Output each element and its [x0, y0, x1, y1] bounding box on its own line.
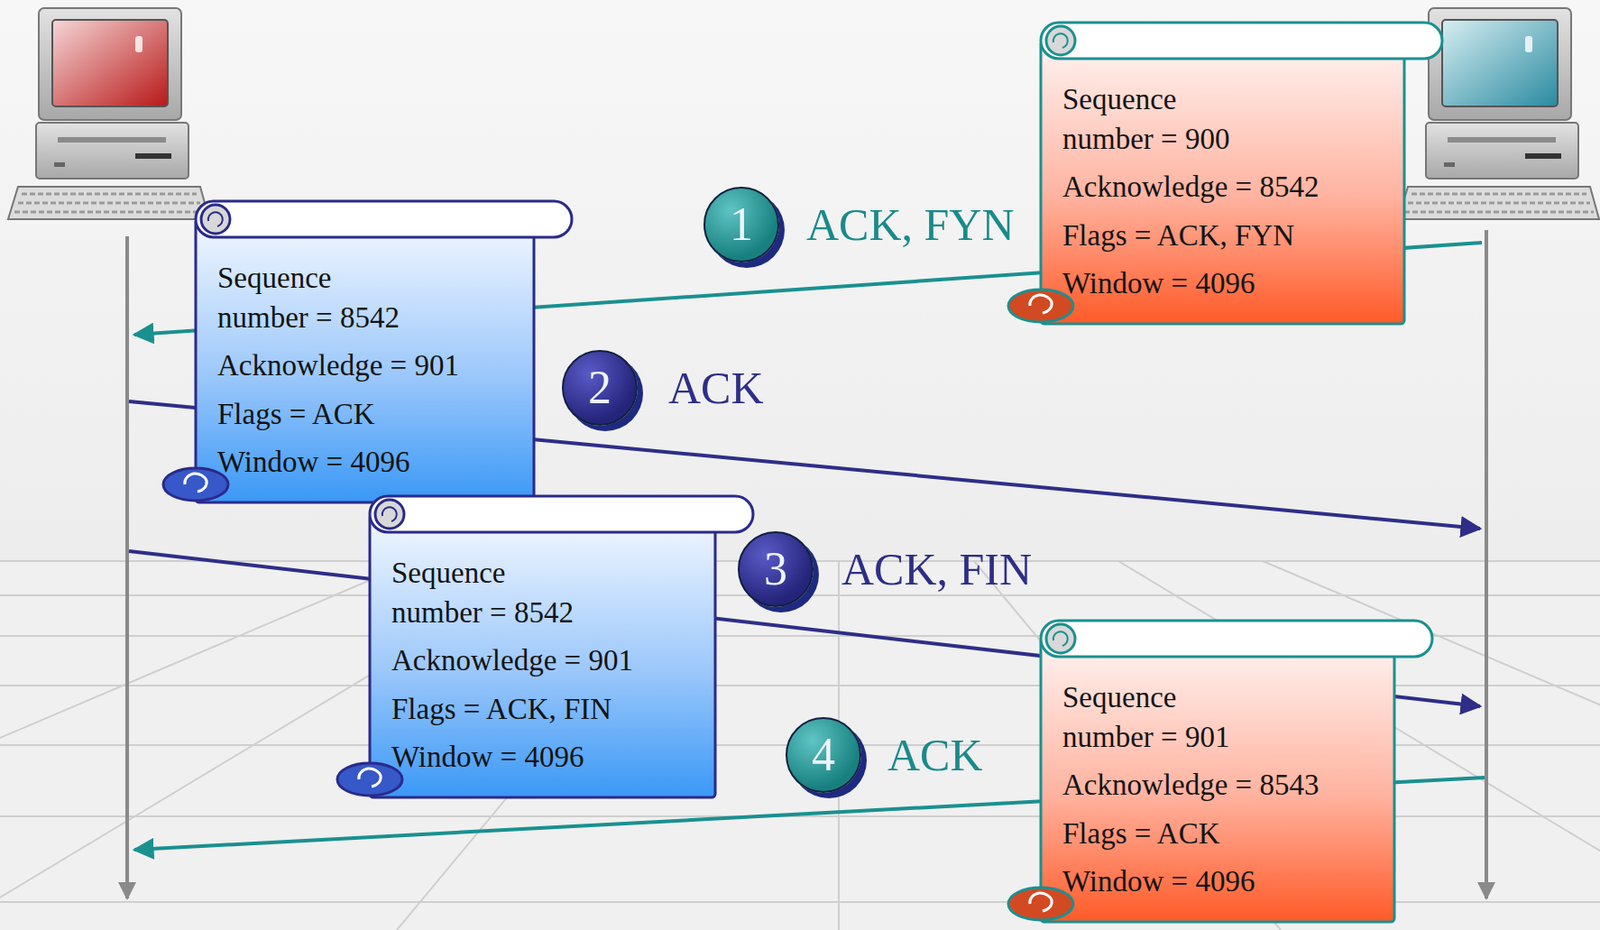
timeline-right [1484, 229, 1489, 899]
flag-label: ACK [668, 360, 764, 415]
segment-field: Sequence number = 8542 [391, 553, 600, 633]
message-scroll: Sequence number = 900Acknowledge = 8542F… [1004, 20, 1444, 326]
segment-field: Acknowledge = 8543 [1062, 765, 1352, 806]
timeline-left [125, 236, 129, 899]
segment-field: Acknowledge = 901 [217, 346, 491, 387]
segment-field: Sequence number = 900 [1062, 80, 1271, 159]
flag-label: ACK, FIN [841, 542, 1032, 597]
segment-field: Sequence number = 8542 [217, 258, 426, 338]
segment-field: Window = 4096 [1062, 862, 1352, 902]
segment-field: Window = 4096 [1062, 264, 1361, 304]
message-scroll: Sequence number = 8542Acknowledge = 901F… [159, 199, 574, 505]
callout-number: 4 [785, 717, 862, 793]
segment-field: Flags = ACK, FYN [1062, 216, 1361, 257]
segment-field: Flags = ACK [217, 395, 491, 435]
flag-label: ACK [887, 727, 984, 782]
segment-field: Sequence number = 901 [1062, 678, 1271, 757]
segment-field: Flags = ACK [1062, 814, 1352, 855]
callout-number: 1 [703, 186, 780, 263]
message-scroll: Sequence number = 901Acknowledge = 8543F… [1004, 618, 1435, 924]
message-scroll: Sequence number = 8542Acknowledge = 901F… [333, 494, 755, 800]
computer-left [8, 8, 210, 220]
segment-field: Window = 4096 [217, 442, 491, 483]
floor-grid [0, 560, 1600, 930]
segment-field: Acknowledge = 8542 [1062, 167, 1361, 208]
segment-field: Flags = ACK, FIN [391, 689, 672, 730]
callout-number: 2 [561, 349, 638, 426]
segment-field: Window = 4096 [391, 737, 672, 778]
flag-label: ACK, FYN [806, 197, 1015, 252]
segment-field: Acknowledge = 901 [391, 641, 672, 681]
callout-number: 3 [737, 531, 814, 607]
